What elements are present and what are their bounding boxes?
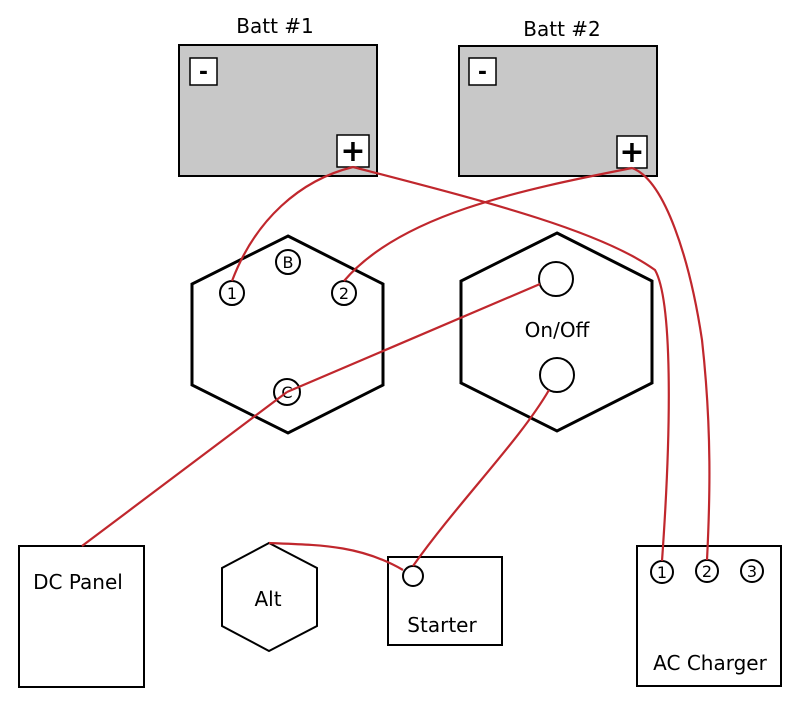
selector-terminal-1-label: 1 — [227, 284, 237, 303]
wire-selector-c-to-dc-panel — [81, 391, 288, 547]
dc-panel — [18, 545, 145, 688]
wire-batt2-to-selector-2 — [343, 166, 633, 282]
dc-panel-label: DC Panel — [33, 570, 123, 594]
wire-batt2-to-charger-2 — [631, 166, 711, 561]
on-off-label: On/Off — [525, 318, 591, 342]
ac-charger-terminal-2-label: 2 — [702, 562, 712, 581]
batt1-positive-symbol: + — [340, 134, 365, 169]
wire-alternator-to-starter — [268, 541, 404, 571]
ac-charger-label: AC Charger — [653, 651, 767, 675]
ac-charger-terminal-3-label: 3 — [747, 562, 757, 581]
batt1-label: Batt #1 — [236, 14, 314, 38]
batt2-negative-symbol: - — [478, 60, 487, 85]
alternator-label: Alt — [254, 587, 281, 611]
selector-terminal-b — [275, 249, 301, 275]
selector-terminal-2-label: 2 — [339, 284, 349, 303]
alternator — [221, 541, 318, 653]
wire-batt1-to-charger-1 — [352, 165, 670, 562]
wire-on-off-to-starter — [412, 389, 550, 567]
batt2-label: Batt #2 — [523, 17, 601, 41]
ac-charger-terminal-3 — [740, 559, 764, 583]
batt1-negative-terminal — [189, 57, 218, 86]
ac-charger-terminal-1-label: 1 — [657, 563, 667, 582]
on-off-terminal-top — [538, 261, 574, 297]
batt2-positive-terminal — [616, 135, 648, 169]
on-off-switch — [459, 231, 654, 433]
batt2-positive-symbol: + — [619, 135, 644, 170]
starter-label: Starter — [407, 613, 477, 637]
wire-selector-c-to-on-off — [286, 282, 541, 394]
batt1-negative-symbol: - — [199, 60, 208, 85]
starter-terminal — [402, 565, 424, 587]
batt2-negative-terminal — [468, 57, 497, 86]
wire-batt1-to-selector-1 — [230, 165, 354, 282]
on-off-terminal-bottom — [539, 357, 575, 393]
selector-terminal-b-label: B — [283, 253, 294, 272]
